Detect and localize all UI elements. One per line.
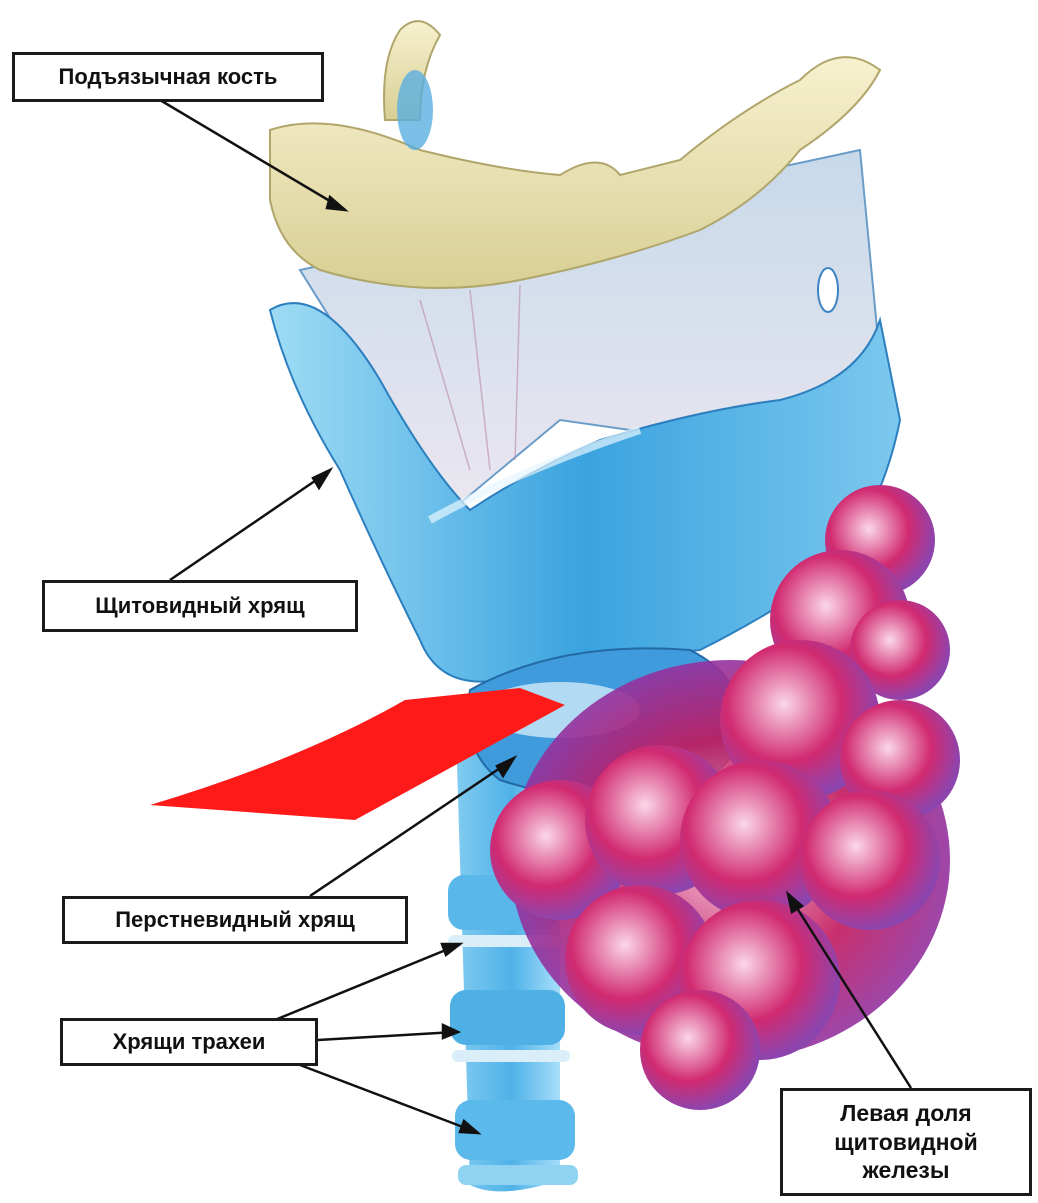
leader-thyroid-cartilage: [170, 472, 328, 580]
label-hyoid-bone: Подъязычная кость: [12, 52, 324, 102]
leader-trachea-2: [318, 1032, 455, 1040]
label-tracheal-cartilages: Хрящи трахеи: [60, 1018, 318, 1066]
leader-trachea-3: [300, 1065, 476, 1132]
label-thyroid-cartilage: Щитовидный хрящ: [42, 580, 358, 632]
label-left-thyroid-lobe: Левая доля щитовидной железы: [780, 1088, 1032, 1196]
label-cricoid-cartilage: Перстневидный хрящ: [62, 896, 408, 944]
leader-trachea-1: [270, 945, 458, 1022]
tracheal-ring-2: [450, 990, 565, 1045]
